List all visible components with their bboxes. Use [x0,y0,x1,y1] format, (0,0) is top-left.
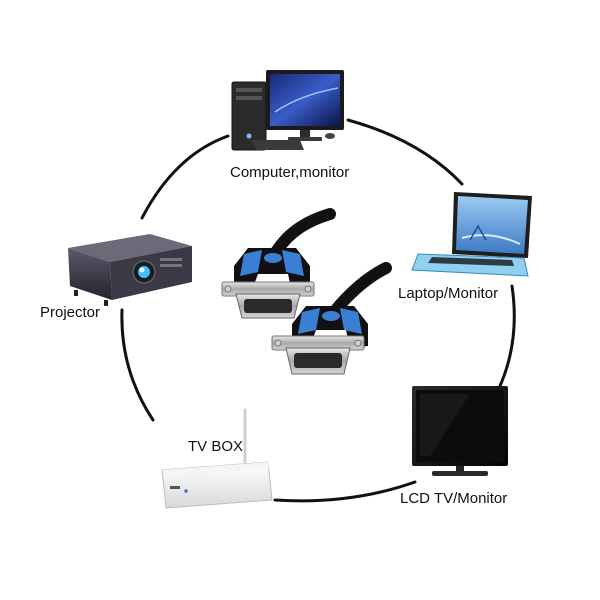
laptop-device [411,192,532,277]
cable-lower [328,262,392,318]
lcd-tv-device [412,386,508,476]
ring-arc-projector-computer [140,134,230,220]
computer-monitor-device [231,70,344,151]
cable-upper [270,208,336,258]
mouse [325,133,335,139]
projector-front [68,248,112,300]
projector-top [68,234,192,262]
label-lcd-tv-monitor: LCD TV/Monitor [400,490,508,507]
ring-arc-laptop-tv [498,284,516,388]
vga-cable [221,208,392,375]
vga-connector-lower [271,306,368,375]
projector-device [68,234,192,306]
connection-ring [120,118,516,503]
tv-box-device [161,408,273,509]
label-projector: Projector [40,304,101,321]
laptop-keyboard [428,257,514,266]
ring-arc-tv-tvbox [273,480,417,503]
ring-arc-tvbox-projector [120,308,155,422]
label-computer-monitor: Computer,monitor [230,164,350,181]
laptop-screen [456,196,528,254]
label-tv-box: TV BOX [188,438,244,455]
keyboard [252,140,304,150]
pc-tower [231,81,267,151]
tv-stand [432,471,488,476]
label-laptop-monitor: Laptop/Monitor [398,285,499,302]
vga-connector-upper [221,248,315,319]
monitor-screen [270,74,340,126]
ring-arc-computer-laptop [346,118,464,186]
